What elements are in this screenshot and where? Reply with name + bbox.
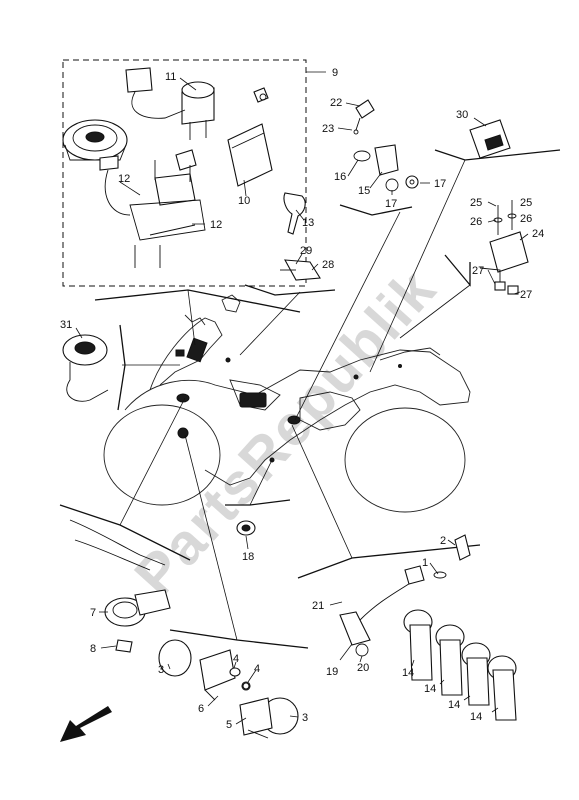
label-29: 29 bbox=[300, 245, 312, 257]
label-3: 3 bbox=[158, 664, 164, 676]
label-2: 2 bbox=[440, 535, 446, 547]
socket-31 bbox=[62, 334, 109, 402]
label-leaders bbox=[75, 77, 529, 725]
label-3: 3 bbox=[302, 712, 308, 724]
label-13: 13 bbox=[302, 217, 314, 229]
label-1: 1 bbox=[422, 557, 428, 569]
label-15: 15 bbox=[358, 185, 370, 197]
sensor-28-29 bbox=[280, 259, 321, 281]
label-18: 18 bbox=[242, 551, 254, 563]
label-14: 14 bbox=[424, 683, 436, 695]
sensor-15-16-17 bbox=[353, 144, 419, 192]
horn-assembly bbox=[69, 519, 171, 653]
label-4: 4 bbox=[254, 663, 260, 675]
label-30: 30 bbox=[456, 109, 468, 121]
callout-label: 9 bbox=[332, 67, 338, 79]
bracket-24 bbox=[479, 200, 529, 295]
label-6: 6 bbox=[198, 703, 204, 715]
callout-lines bbox=[59, 149, 561, 649]
key bbox=[283, 192, 306, 235]
small-clip bbox=[253, 87, 269, 103]
label-21: 21 bbox=[312, 600, 324, 612]
relay-30 bbox=[469, 119, 511, 159]
sensor-19-21 bbox=[339, 565, 425, 657]
label-28: 28 bbox=[322, 259, 334, 271]
label-11: 11 bbox=[165, 71, 176, 83]
label-20: 20 bbox=[357, 662, 369, 674]
ignition-coils bbox=[403, 609, 517, 721]
label-17: 17 bbox=[434, 178, 446, 190]
fuel-tank-cap bbox=[62, 119, 128, 161]
label-4: 4 bbox=[233, 653, 239, 665]
seat-lock bbox=[99, 149, 206, 268]
label-24: 24 bbox=[532, 228, 544, 240]
label-12: 12 bbox=[210, 219, 222, 231]
label-5: 5 bbox=[226, 719, 232, 731]
label-31: 31 bbox=[60, 319, 72, 331]
label-14: 14 bbox=[448, 699, 460, 711]
label-14: 14 bbox=[402, 667, 414, 679]
label-17: 17 bbox=[385, 198, 397, 210]
label-8: 8 bbox=[90, 643, 96, 655]
group-frame bbox=[62, 59, 307, 287]
label-27: 27 bbox=[472, 265, 484, 277]
label-10: 10 bbox=[238, 195, 250, 207]
horn-right bbox=[239, 682, 299, 739]
sensor-22-23 bbox=[353, 99, 375, 135]
label-12: 12 bbox=[118, 173, 130, 185]
front-arrow-icon bbox=[60, 706, 112, 742]
label-26: 26 bbox=[470, 216, 482, 228]
motorcycle-outline bbox=[103, 294, 471, 513]
bike-component-markers bbox=[175, 337, 402, 463]
label-14: 14 bbox=[470, 711, 482, 723]
ecu bbox=[227, 123, 273, 187]
part-labels: 11 12 12 10 13 22 23 16 15 17 17 30 25 2… bbox=[60, 71, 544, 731]
horn-left bbox=[158, 639, 251, 701]
label-23: 23 bbox=[322, 123, 334, 135]
label-25: 25 bbox=[470, 197, 482, 209]
sensor-1-2 bbox=[433, 534, 471, 579]
label-22: 22 bbox=[330, 97, 342, 109]
grommet-18 bbox=[236, 520, 256, 536]
label-27: 27 bbox=[520, 289, 532, 301]
label-26: 26 bbox=[520, 213, 532, 225]
label-25: 25 bbox=[520, 197, 532, 209]
label-19: 19 bbox=[326, 666, 338, 678]
label-16: 16 bbox=[334, 171, 346, 183]
label-7: 7 bbox=[90, 607, 96, 619]
